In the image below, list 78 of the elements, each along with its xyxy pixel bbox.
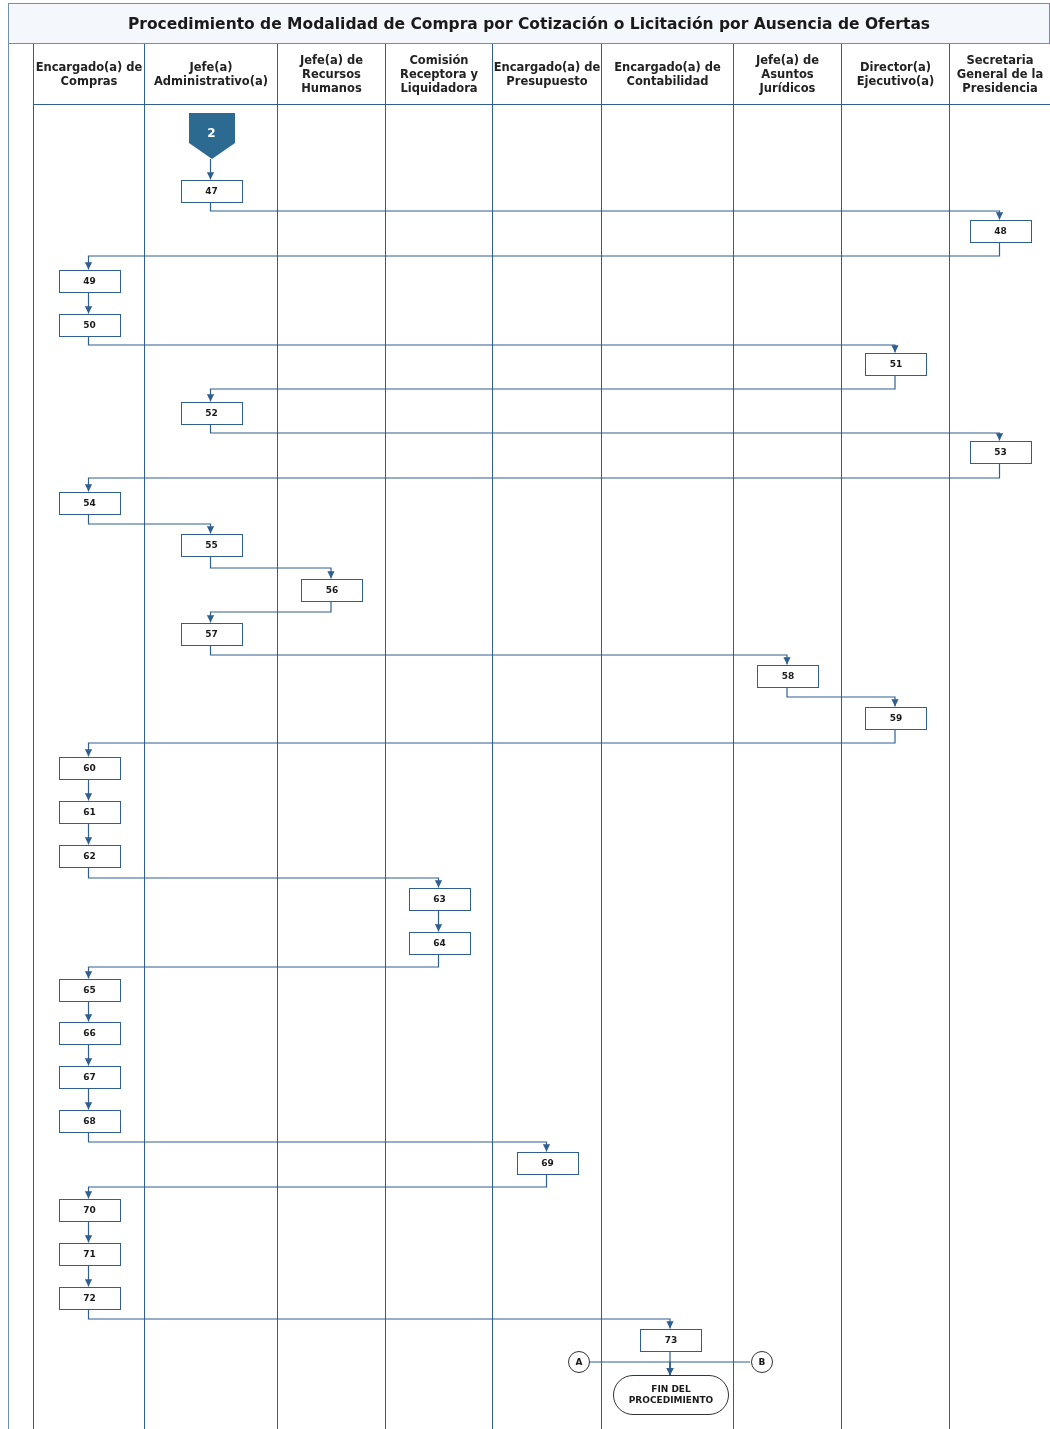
process-box: 71 <box>58 1242 121 1266</box>
process-box: 65 <box>58 978 121 1002</box>
swimlane <box>601 44 733 1429</box>
end-terminator: FIN DEL PROCEDIMIENTO <box>613 1375 729 1415</box>
process-box: 54 <box>58 491 121 515</box>
connector-arrow <box>84 1264 93 1288</box>
lane-header: Encargado(a) de Presupuesto <box>493 60 601 88</box>
lane-header: Secretaria General de la Presidencia <box>955 53 1045 95</box>
connector-arrow <box>666 1361 751 1376</box>
process-box: 72 <box>58 1286 121 1310</box>
lane-header: Jefe(a) de Asuntos Jurídicos <box>754 53 821 95</box>
connector-arrow <box>84 1220 93 1244</box>
connector-arrow <box>84 1043 93 1067</box>
connector-arrow <box>84 1087 93 1111</box>
swimlane <box>841 44 949 1429</box>
process-box: 51 <box>865 352 927 376</box>
connector-arrow <box>84 778 93 802</box>
process-box: 53 <box>969 440 1032 464</box>
swimlane <box>949 44 1050 1429</box>
connector-arrow <box>87 513 215 535</box>
swimlane <box>733 44 841 1429</box>
process-box: 64 <box>408 931 471 955</box>
process-box: 69 <box>516 1151 579 1175</box>
swimlane <box>492 44 601 1429</box>
lane-header: Jefe(a) Administrativo(a) <box>152 60 270 88</box>
process-box: 73 <box>640 1328 702 1352</box>
connector-arrow <box>84 728 896 758</box>
swimlane <box>385 44 492 1429</box>
process-box: 66 <box>58 1021 121 1045</box>
lane-header: Director(a) Ejecutivo(a) <box>855 60 936 88</box>
connector-arrow <box>209 201 1004 221</box>
process-box: 57 <box>180 622 243 646</box>
connector-arrow <box>87 1308 674 1330</box>
connector-arrow <box>84 462 1001 493</box>
connector-arrow <box>87 335 899 354</box>
process-box: 63 <box>408 887 471 911</box>
connector-arrow <box>87 1131 551 1153</box>
process-box: 58 <box>757 664 819 688</box>
process-box: 56 <box>301 578 363 602</box>
process-box: 50 <box>58 313 121 337</box>
connector-arrow <box>209 423 1004 442</box>
connector-arrow <box>84 241 1001 271</box>
connector-arrow <box>87 866 443 889</box>
swimlane <box>33 44 144 1429</box>
process-box: 68 <box>58 1109 121 1133</box>
swimlane <box>277 44 385 1429</box>
lane-header: Comisión Receptora y Liquidadora <box>399 53 479 95</box>
connector-arrow <box>206 158 215 181</box>
swimlane <box>144 44 277 1429</box>
process-box: 67 <box>58 1065 121 1089</box>
process-box: 60 <box>58 756 121 780</box>
process-box: 55 <box>180 533 243 557</box>
connector-arrow <box>209 644 791 666</box>
lane-header: Encargado(a) de Contabilidad <box>613 60 722 88</box>
process-box: 61 <box>58 800 121 824</box>
connector-arrow <box>84 1000 93 1023</box>
off-page-connector: 2 <box>188 113 235 159</box>
process-box: 70 <box>58 1198 121 1222</box>
process-box: 47 <box>180 179 243 203</box>
connector-arrow <box>84 822 93 846</box>
connector-arrow <box>209 555 335 580</box>
connector-arrow <box>434 909 443 933</box>
connector-arrow <box>84 1173 548 1200</box>
process-box: 62 <box>58 844 121 868</box>
connector-arrow <box>84 953 440 980</box>
lane-header: Encargado(a) de Compras <box>34 60 144 88</box>
connector-circle: A <box>568 1351 590 1373</box>
connector-arrow <box>786 686 899 708</box>
connector-arrow <box>206 374 896 403</box>
connector-circle: B <box>751 1351 773 1373</box>
process-box: 49 <box>58 269 121 293</box>
title-bar: Procedimiento de Modalidad de Compra por Cotización o Licitación por Ausencia de Ofertas <box>8 3 1050 44</box>
lane-header: Jefe(a) de Recursos Humanos <box>298 53 365 95</box>
connector-arrow <box>206 600 332 624</box>
process-box: 48 <box>969 219 1032 243</box>
connector-arrow <box>84 291 93 315</box>
process-box: 52 <box>180 401 243 425</box>
process-box: 59 <box>865 706 927 730</box>
